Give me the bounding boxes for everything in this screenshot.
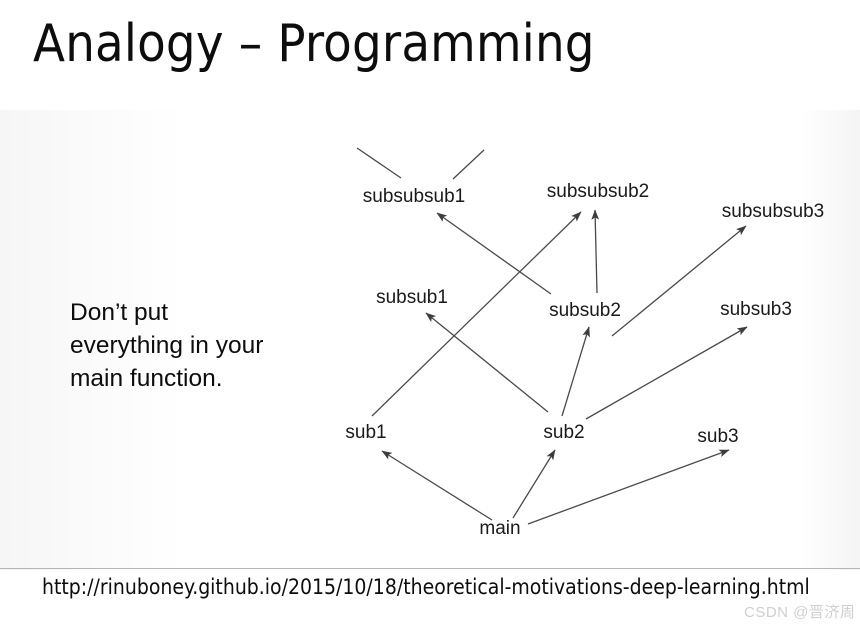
node-subsub3: subsub3	[720, 299, 792, 320]
edge-sub1-subsubsub2	[371, 211, 582, 417]
footer-divider	[0, 568, 860, 569]
body-text-line-2: everything in your	[70, 332, 264, 359]
node-sub1: sub1	[345, 422, 387, 443]
node-main: main	[479, 518, 521, 539]
csdn-watermark: CSDN @晋济周	[744, 604, 856, 621]
node-subsubsub1: subsubsub1	[362, 186, 466, 207]
source-url[interactable]: http://rinuboney.github.io/2015/10/18/th…	[42, 575, 810, 599]
edge-subsub2-subsubsub3	[611, 225, 747, 337]
edge-sub2-subsub3	[585, 326, 748, 420]
node-subsub2: subsub2	[549, 300, 621, 321]
node-sub2: sub2	[543, 422, 585, 443]
edge-main-sub1	[381, 450, 493, 521]
edge-main-sub3	[527, 449, 730, 525]
stub-right	[452, 149, 485, 180]
edge-layer	[356, 147, 748, 525]
page-title: Analogy – Programming	[33, 14, 595, 74]
edge-sub2-subsub2	[561, 326, 590, 417]
node-subsubsub2: subsubsub2	[546, 181, 650, 202]
edge-subsub2-subsubsub1	[436, 212, 552, 295]
body-text-line-1: Don’t put	[70, 299, 169, 326]
node-subsub1: subsub1	[376, 287, 448, 308]
stub-left	[356, 147, 402, 179]
node-sub3: sub3	[697, 426, 739, 447]
edge-subsub2-subsubsub2-v	[591, 209, 600, 294]
body-text-line-3: main function.	[70, 365, 223, 392]
body-text-block: Don’t put everything in your main functi…	[70, 296, 320, 395]
node-subsubsub3: subsubsub3	[721, 201, 825, 222]
edge-main-sub2	[512, 449, 556, 519]
edge-sub2-subsub1	[425, 312, 549, 413]
